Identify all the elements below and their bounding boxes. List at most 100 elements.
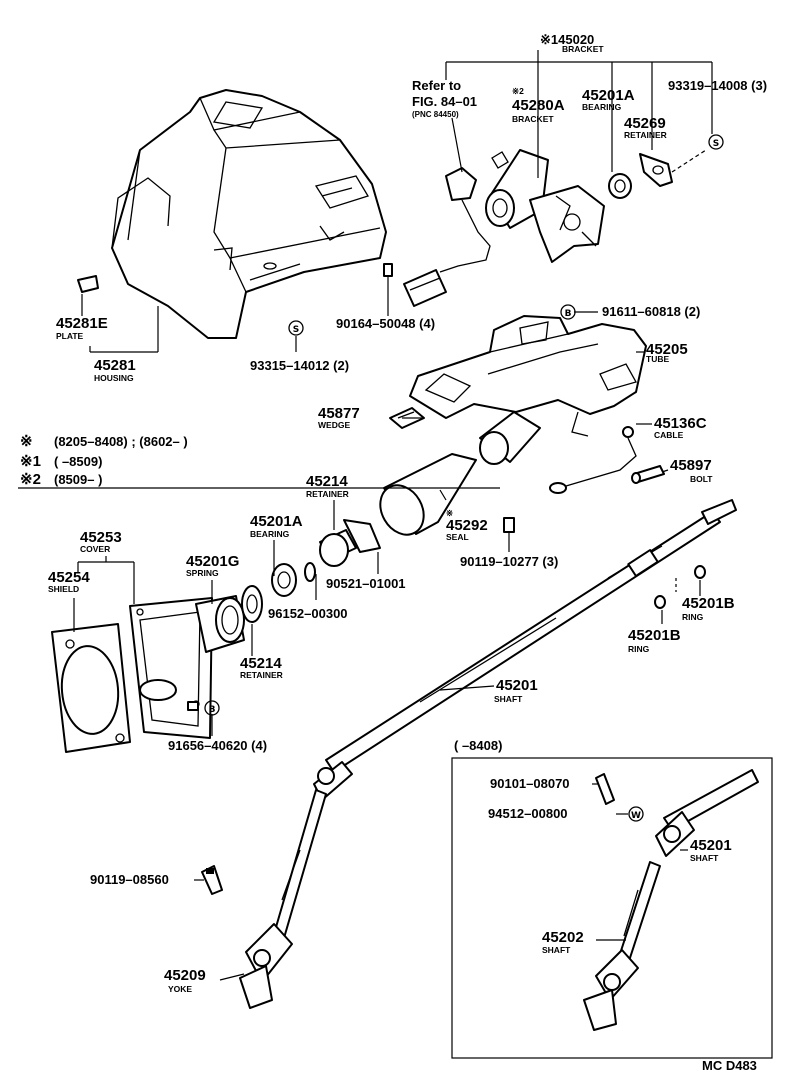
boot-spring-drawing: [195, 595, 245, 653]
yoke-bolt-drawing: [201, 865, 223, 895]
drawing-code: MC D483: [702, 1058, 757, 1073]
plate-drawing: [77, 275, 99, 293]
tube-drawing: [409, 315, 647, 465]
refer-line3: (PNC 84450): [412, 110, 459, 119]
plate-name: PLATE: [56, 331, 84, 341]
wedge-part: 45877: [318, 405, 360, 422]
wiring-harness-drawing: [403, 167, 491, 307]
retainer-top-part: 45269: [624, 115, 666, 132]
bracket2-name: BRACKET: [512, 114, 554, 124]
lower-shaft-drawing: [239, 761, 353, 1009]
refer-line2: FIG. 84–01: [412, 94, 477, 109]
ring1-name: RING: [682, 612, 704, 622]
shield-part: 45254: [48, 569, 90, 586]
seal-mark: ※: [446, 508, 453, 518]
refer-line1: Refer to: [412, 78, 461, 93]
inset-shaft2-name: SHAFT: [542, 945, 571, 955]
screw-top-part: 93319–14008 (3): [668, 78, 767, 93]
tube-part: 45205: [646, 341, 688, 358]
inset-shaft-drawing: [583, 769, 759, 1031]
symbol-s-housing: S: [288, 320, 304, 336]
seal-name: SEAL: [446, 532, 469, 542]
bracket2-part: 45280A: [512, 97, 565, 114]
shield-bolt-drawing: [187, 701, 199, 711]
ring2-part: 45201B: [628, 627, 681, 644]
snap-part: 96152–00300: [268, 606, 348, 621]
clip-part: 90521–01001: [326, 576, 406, 591]
retainer-mid-part: 45214: [306, 473, 348, 490]
shaft-name: SHAFT: [494, 694, 523, 704]
cover-part: 45253: [80, 529, 122, 546]
inset-shaft2-part: 45202: [542, 929, 584, 946]
symbol-w-inset-label: W: [631, 811, 641, 821]
cable-drawing: [549, 426, 637, 494]
tube-bolt-drawing: [631, 465, 665, 484]
yoke-part: 45209: [164, 967, 206, 984]
note-2-mark: ※1: [20, 453, 41, 470]
shield-drawing: [51, 623, 131, 753]
inset-washer-part: 94512–00800: [488, 806, 568, 821]
main-shaft-drawing: [325, 499, 737, 773]
inset-frame: [451, 757, 773, 1059]
bearing-top-part: 45201A: [582, 87, 635, 104]
upper-retainer-drawing: [319, 519, 381, 567]
note-2-text: ( –8509): [54, 454, 102, 469]
seal-bolt-part: 90119–10277 (3): [460, 554, 558, 569]
callout-labels: ※145020 BRACKET Refer to FIG. 84–01 (PNC…: [48, 32, 767, 994]
plate-part: 45281E: [56, 315, 108, 332]
symbol-b-tube: B: [560, 304, 576, 320]
inset-bolt-drawing: [595, 773, 615, 805]
retainer-plate-drawing: [639, 149, 707, 187]
bracket2-mark: ※2: [512, 86, 524, 96]
housing-drawing: [111, 89, 387, 339]
spring-name: SPRING: [186, 568, 219, 578]
note-1-mark: ※: [20, 433, 33, 450]
rings-drawing: [654, 565, 706, 609]
symbol-s-housing-label: S: [293, 325, 299, 335]
housing-bolt-drawing: [383, 263, 393, 316]
yoke-bolt-part: 90119–08560: [90, 872, 169, 887]
inset-title: ( –8408): [454, 738, 502, 753]
spring-part: 45201G: [186, 553, 239, 570]
lower-bearing-drawing: [241, 562, 316, 623]
housing-screw-part: 93315–14012 (2): [250, 358, 349, 373]
note-1-text: (8205–8408) ; (8602– ): [54, 434, 188, 449]
seal-part: 45292: [446, 517, 488, 534]
leader-lines: [18, 50, 713, 981]
symbol-s-top: S: [708, 134, 724, 150]
cover-name: COVER: [80, 544, 110, 554]
housing-bolt-part: 90164–50048 (4): [336, 316, 435, 331]
inset-bolt-part: 90101–08070: [490, 776, 570, 791]
ignition-bracket-drawing: [485, 149, 605, 263]
retainer-mid-name: RETAINER: [306, 489, 349, 499]
inset-labels: ( –8408) 90101–08070 94512–00800 45201 S…: [454, 738, 732, 955]
retainer-low-name: RETAINER: [240, 670, 283, 680]
symbol-b-tube-label: B: [565, 309, 572, 319]
cable-name: CABLE: [654, 430, 684, 440]
ring2-name: RING: [628, 644, 650, 654]
inset-shaft-name: SHAFT: [690, 853, 719, 863]
inset-shaft-part: 45201: [690, 837, 732, 854]
shield-bolt-part: 91656–40620 (4): [168, 738, 267, 753]
symbol-s-top-label: S: [713, 139, 719, 149]
retainer-top-name: RETAINER: [624, 130, 667, 140]
seal-bolt-drawing: [503, 517, 515, 546]
bearing-mid-name: BEARING: [250, 529, 290, 539]
yoke-name: YOKE: [168, 984, 192, 994]
applicability-notes: ※ (8205–8408) ; (8602– ) ※1 ( –8509) ※2 …: [20, 433, 188, 488]
housing-part: 45281: [94, 357, 136, 374]
bearing-ring-drawing: [608, 173, 632, 199]
bolt-part: 45897: [670, 457, 712, 474]
bolt-name: BOLT: [690, 474, 713, 484]
ring1-part: 45201B: [682, 595, 735, 612]
symbol-b-shield: B: [204, 700, 220, 716]
tube-bolt-part: 91611–60818 (2): [602, 304, 700, 319]
shaft-part: 45201: [496, 677, 538, 694]
cable-part: 45136C: [654, 415, 707, 432]
tube-name: TUBE: [646, 354, 669, 364]
bracket-top-part: ※145020: [540, 32, 594, 47]
symbol-w-inset: W: [628, 806, 644, 822]
bracket-top-name: BRACKET: [562, 44, 604, 54]
note-3-text: (8509– ): [54, 472, 102, 487]
